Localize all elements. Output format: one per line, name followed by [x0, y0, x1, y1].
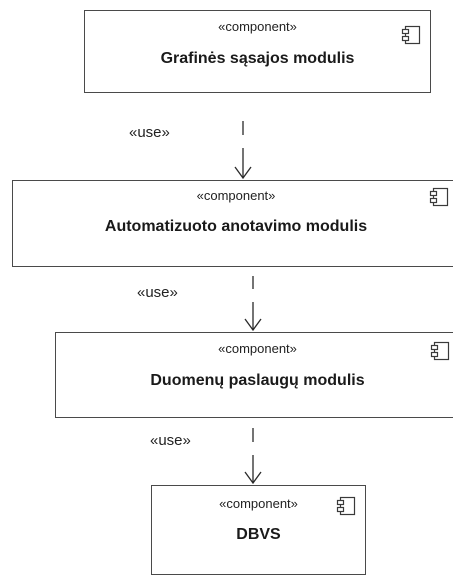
component-stereotype: «component»: [219, 496, 298, 511]
component-name: Automatizuoto anotavimo modulis: [104, 218, 368, 235]
component-dbvs[interactable]: «component» DBVS: [151, 485, 366, 575]
component-automatizuoto-anotavimo-modulis[interactable]: «component» Automatizuoto anotavimo modu…: [12, 180, 453, 267]
dependency-label-use: «use»: [129, 124, 170, 141]
component-name: DBVS: [236, 526, 281, 543]
component-stereotype: «component»: [218, 341, 297, 356]
component-icon: [336, 496, 356, 516]
component-icon: [430, 341, 450, 361]
component-grafines-sasajos-modulis[interactable]: «component» Grafinės sąsajos modulis: [84, 10, 431, 93]
component-name: Grafinės sąsajos modulis: [160, 50, 355, 67]
component-stereotype: «component»: [218, 19, 297, 34]
dependency-arrow-3: [244, 428, 262, 485]
component-icon: [429, 187, 449, 207]
dependency-arrow-1: [234, 121, 252, 180]
component-name: Duomenų paslaugų modulis: [150, 372, 365, 389]
component-stereotype: «component»: [196, 188, 276, 203]
component-duomenu-paslaugu-modulis[interactable]: «component» Duomenų paslaugų modulis: [55, 332, 453, 418]
dependency-label-use: «use»: [137, 284, 178, 301]
dependency-label-use: «use»: [150, 432, 191, 449]
component-icon: [401, 25, 421, 45]
dependency-arrow-2: [244, 276, 262, 332]
